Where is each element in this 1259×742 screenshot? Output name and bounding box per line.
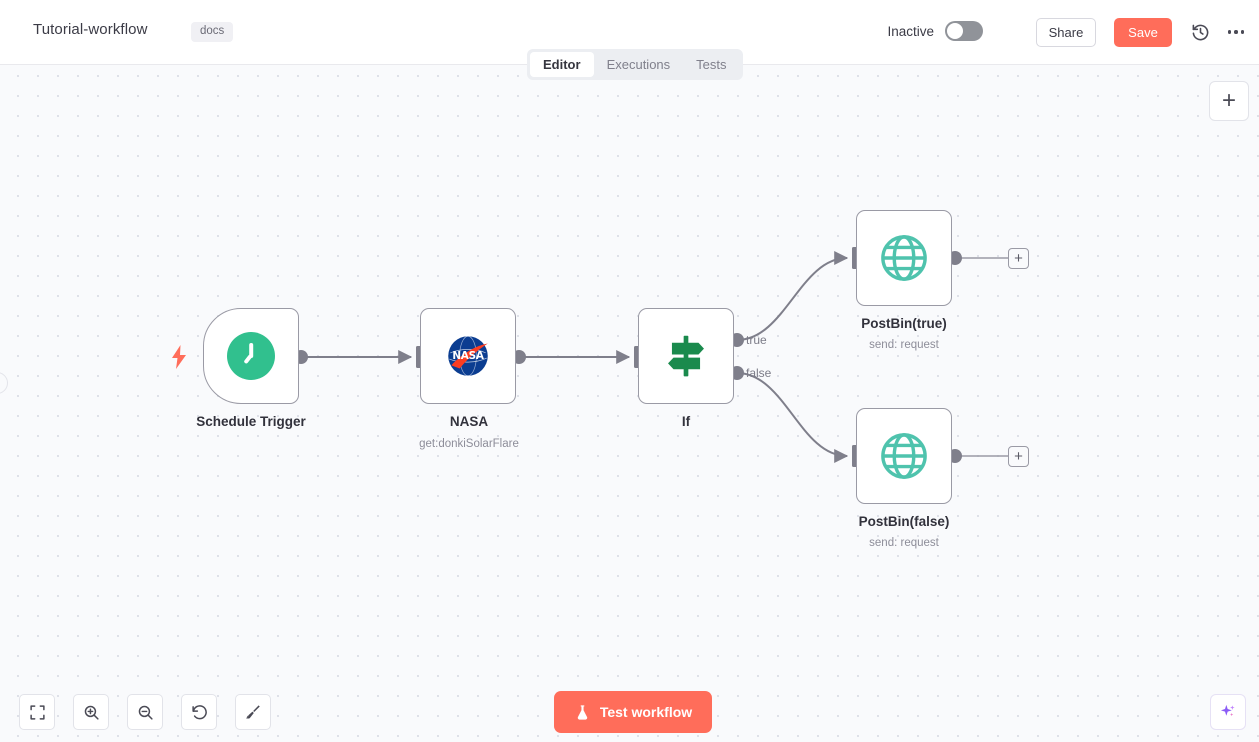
fit-view-icon	[29, 704, 45, 720]
node-subtitle-nasa: get:donkiSolarFlare	[419, 438, 519, 450]
node-label-schedule-trigger: Schedule Trigger	[196, 414, 306, 429]
save-button[interactable]: Save	[1114, 18, 1172, 47]
zoom-out-icon	[138, 705, 153, 720]
output-port-label-true: true	[746, 333, 767, 347]
globe-icon	[881, 235, 927, 281]
zoom-in-button[interactable]	[73, 694, 109, 730]
clock-icon	[227, 332, 275, 380]
editor-tabs: Editor Executions Tests	[527, 49, 743, 80]
globe-icon	[881, 433, 927, 479]
node-subtitle-postbin-true: send: request	[869, 339, 939, 351]
history-icon[interactable]	[1187, 19, 1213, 45]
flask-icon	[577, 704, 588, 720]
connections-layer	[294, 247, 1008, 467]
node-postbin-true[interactable]	[856, 210, 952, 306]
tidy-up-button[interactable]	[235, 694, 271, 730]
connection-nasa-to-if	[512, 346, 641, 368]
node-subtitle-postbin-false: send: request	[869, 537, 939, 549]
node-label-nasa: NASA	[449, 414, 489, 429]
test-workflow-button[interactable]: Test workflow	[554, 691, 712, 733]
connection-if-false-to-postbin-false	[730, 366, 859, 467]
tab-editor[interactable]: Editor	[530, 52, 594, 77]
ai-assistant-button[interactable]	[1210, 694, 1246, 730]
node-label-postbin-false: PostBin(false)	[858, 514, 950, 529]
broom-icon	[246, 705, 260, 719]
node-if[interactable]	[638, 308, 734, 404]
zoom-in-icon	[84, 705, 99, 720]
svg-text:NASA: NASA	[452, 350, 483, 362]
workflow-activation-control: Inactive	[887, 21, 983, 41]
activation-toggle[interactable]	[945, 21, 983, 41]
add-node-button[interactable]: +	[1209, 81, 1249, 121]
fit-to-view-button[interactable]	[19, 694, 55, 730]
connection-if-true-to-postbin-true	[730, 247, 859, 347]
add-node-after-postbin-false[interactable]: +	[1008, 446, 1029, 467]
activation-state-label: Inactive	[887, 23, 934, 39]
node-nasa[interactable]: NASA	[420, 308, 516, 404]
sparkle-icon	[1220, 704, 1235, 717]
undo-icon	[191, 704, 207, 719]
node-schedule-trigger[interactable]	[203, 308, 299, 404]
zoom-out-button[interactable]	[127, 694, 163, 730]
signpost-icon	[668, 335, 704, 377]
workflow-title[interactable]: Tutorial-workflow	[33, 21, 148, 38]
docs-tag[interactable]: docs	[191, 22, 234, 42]
tab-executions[interactable]: Executions	[606, 57, 671, 72]
node-label-postbin-true: PostBin(true)	[861, 316, 947, 331]
test-workflow-label: Test workflow	[599, 704, 693, 720]
trigger-bolt-icon	[170, 345, 188, 374]
tab-tests[interactable]: Tests	[696, 57, 727, 72]
node-label-if: If	[681, 414, 691, 429]
connection-postbin-false-stub	[948, 449, 1008, 463]
workflow-canvas[interactable]: Schedule Trigger NASA NASA get:donkiSola…	[0, 65, 1259, 742]
connection-schedule-to-nasa	[294, 346, 423, 368]
reset-zoom-button[interactable]	[181, 694, 217, 730]
output-port-label-false: false	[746, 366, 772, 380]
share-button[interactable]: Share	[1036, 18, 1096, 47]
more-options-icon[interactable]	[1223, 19, 1249, 45]
node-postbin-false[interactable]	[856, 408, 952, 504]
nasa-logo-icon: NASA	[448, 335, 488, 377]
connection-postbin-true-stub	[948, 251, 1008, 265]
add-node-after-postbin-true[interactable]: +	[1008, 248, 1029, 269]
